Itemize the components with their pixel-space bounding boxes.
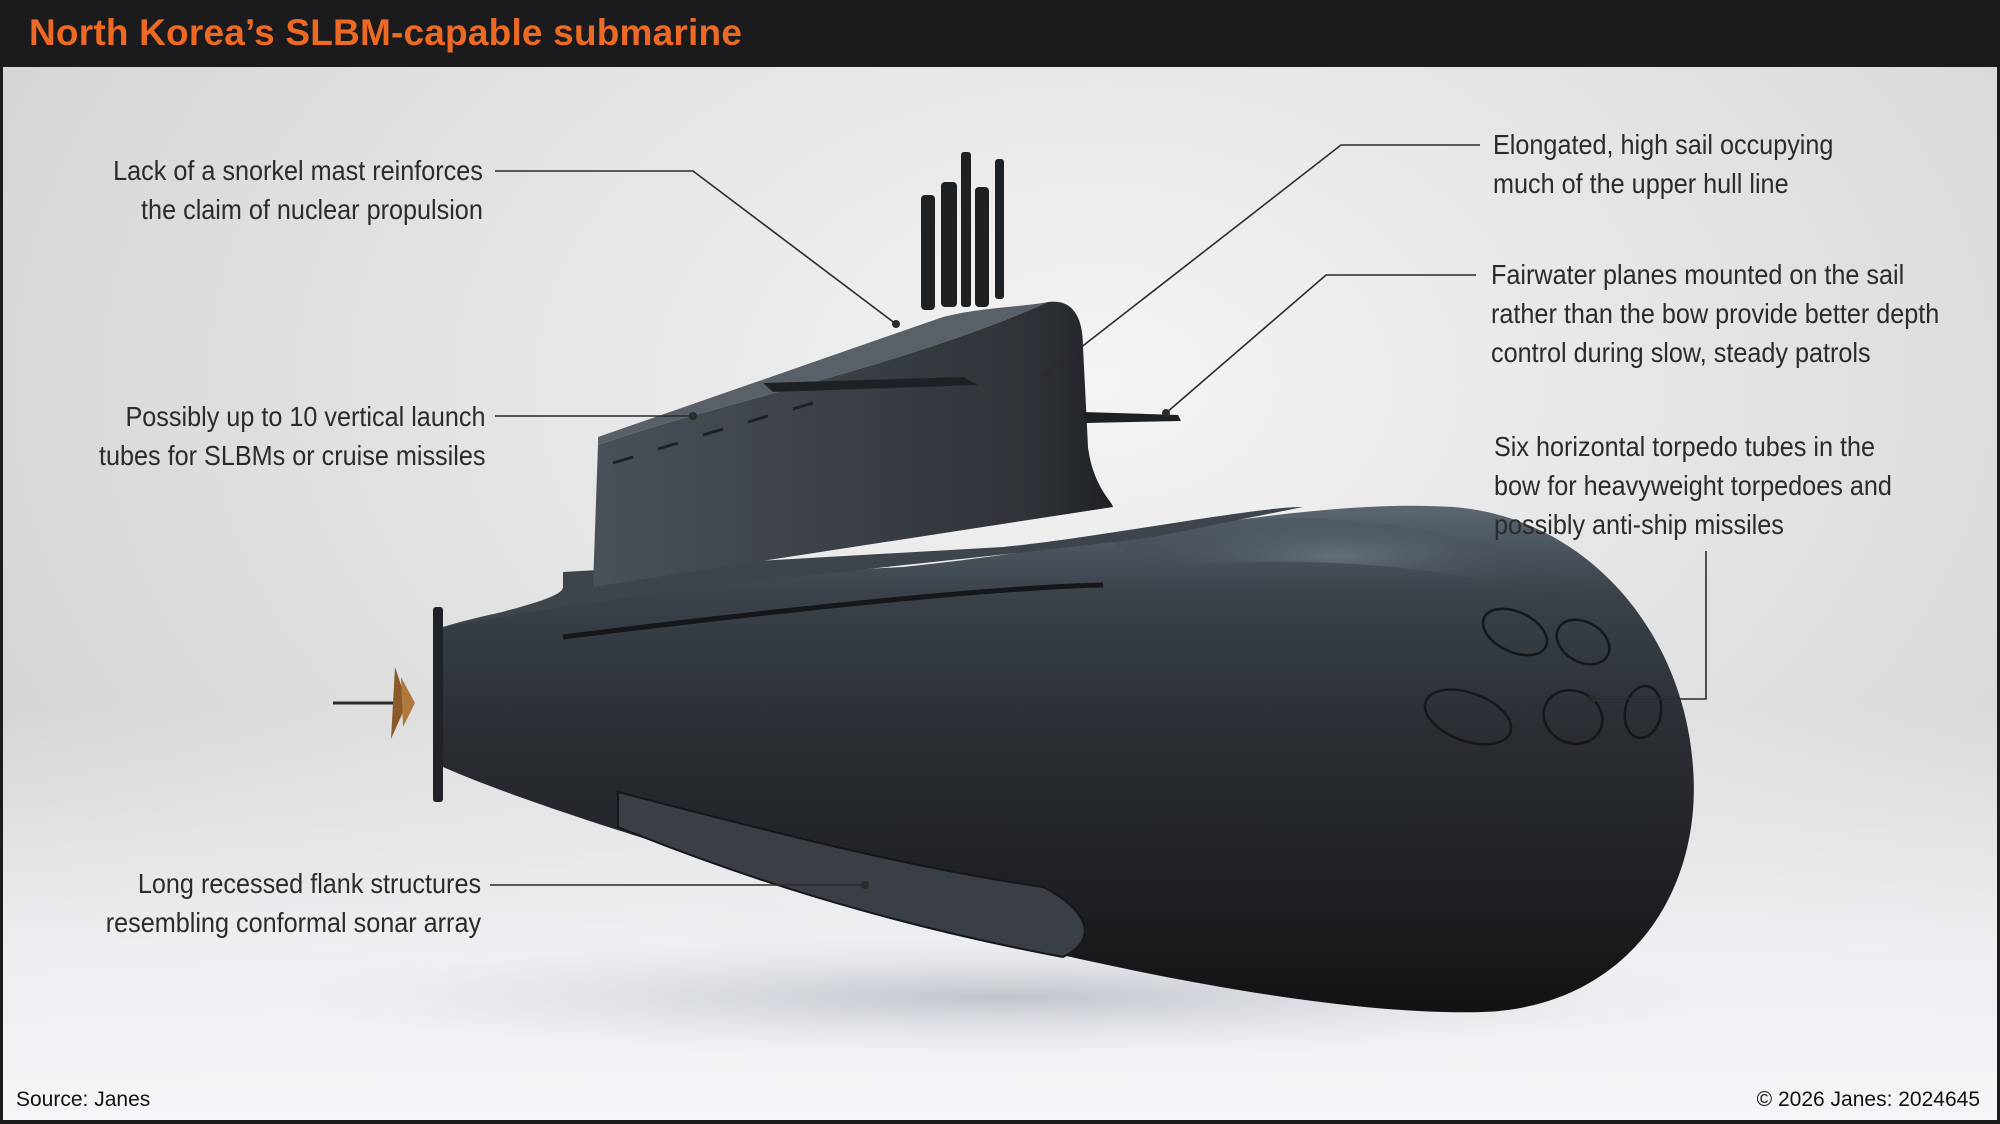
source-credit: Source: Janes: [16, 1088, 151, 1111]
callout-launch-tubes: Possibly up to 10 vertical launch tubes …: [98, 397, 485, 475]
bow-highlight: [1103, 517, 1623, 627]
torpedo-tubes: [1423, 607, 1663, 746]
propeller: [333, 607, 443, 802]
callout-snorkel: Lack of a snorkel mast reinforces the cl…: [113, 151, 483, 229]
upper-casing: [443, 507, 1303, 627]
callout-flank: Long recessed flank structures resemblin…: [106, 864, 481, 942]
casing-groove: [562, 582, 1104, 640]
callout-line: the claim of nuclear propulsion: [141, 194, 483, 225]
callout-line: possibly anti-ship missiles: [1494, 509, 1784, 540]
header-bar: North Korea’s SLBM-capable submarine: [0, 0, 2000, 67]
rear-plane: [1083, 412, 1181, 423]
copyright-notice: © 2026 Janes: 2024645: [1756, 1088, 1980, 1111]
leader-lines: [490, 144, 1707, 886]
leader-snorkel: [495, 170, 897, 325]
submarine-illustration: [283, 144, 1723, 1057]
fairwater-plane: [763, 377, 978, 392]
callout-line: rather than the bow provide better depth: [1491, 298, 1940, 329]
callout-sail: Elongated, high sail occupying much of t…: [1493, 125, 1833, 203]
callout-line: Six horizontal torpedo tubes in the: [1494, 431, 1876, 462]
sail: [593, 301, 1113, 587]
callout-line: control during slow, steady patrols: [1491, 337, 1871, 368]
vls-hatches: [612, 401, 814, 465]
callout-line: Lack of a snorkel mast reinforces: [113, 155, 483, 186]
callout-line: Fairwater planes mounted on the sail: [1491, 259, 1905, 290]
leader-dots: [689, 320, 1596, 889]
leader-sail: [1047, 144, 1480, 374]
callout-line: Long recessed flank structures: [137, 868, 481, 899]
leader-torpedo: [1592, 551, 1707, 700]
callout-line: bow for heavyweight torpedoes and: [1494, 470, 1892, 501]
callout-line: Elongated, high sail occupying: [1493, 129, 1834, 160]
leader-fairwater: [1165, 274, 1476, 414]
callout-line: Possibly up to 10 vertical launch: [125, 401, 485, 432]
callout-fairwater: Fairwater planes mounted on the sail rat…: [1491, 255, 1939, 372]
callout-line: resembling conformal sonar array: [105, 907, 481, 938]
main-hull: [443, 505, 1694, 1013]
callout-line: much of the upper hull line: [1493, 168, 1789, 199]
sail-top: [598, 302, 1048, 445]
masts: [921, 152, 1004, 310]
page-title: North Korea’s SLBM-capable submarine: [29, 12, 743, 53]
illustration-panel: Lack of a snorkel mast reinforces the cl…: [3, 67, 1997, 1120]
callout-line: tubes for SLBMs or cruise missiles: [98, 440, 485, 471]
callout-torpedo: Six horizontal torpedo tubes in the bow …: [1494, 427, 1892, 544]
